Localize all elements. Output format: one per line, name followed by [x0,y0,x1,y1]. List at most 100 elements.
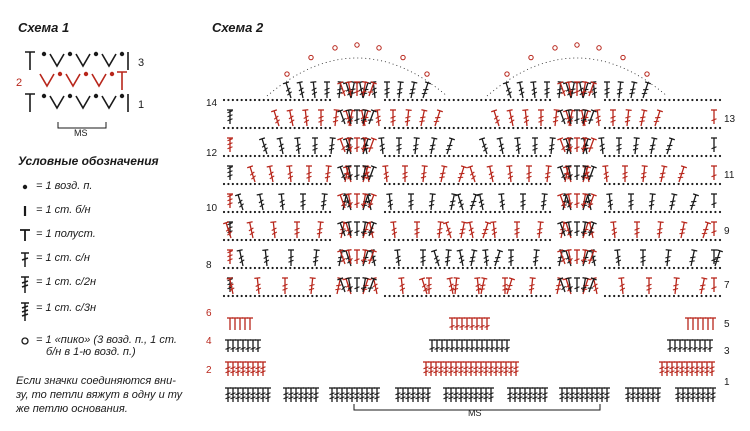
chain-dot [429,266,432,270]
stitch-symbol [458,361,464,376]
chain-dot [659,210,662,214]
chain-dot [397,126,400,130]
picot-mark [424,71,430,77]
chain-dot [306,126,310,130]
stitch-symbol [294,137,302,155]
chain-dot [475,238,478,242]
chain-dot [438,266,442,270]
chain-dot [267,294,270,298]
stitch-symbol [700,317,706,330]
chain-dot [645,126,648,130]
chain-dot [328,266,332,270]
chain-dot [297,266,301,270]
stitch-symbol [520,193,526,210]
chain-dot [320,294,323,298]
chain-dot [489,182,492,186]
chain-dot [315,210,318,214]
chain-dot [484,182,487,186]
chain-dot [262,294,265,298]
chain-dot [253,154,257,158]
chain-dot [503,238,506,242]
stitch-symbol [395,387,401,402]
stitch-symbol [580,277,589,293]
stitch-symbol [337,221,346,237]
chain-dot [718,182,722,186]
stitch-symbol [456,249,465,267]
stitch-symbol [250,387,256,402]
chain-dot [402,182,405,186]
chain-dot [539,266,542,270]
stitch-symbol [354,221,360,236]
chain-dot [425,210,428,214]
stitch-symbol [646,277,652,294]
stitch-symbol [584,387,590,402]
stitch-symbol [559,387,565,402]
chain-dot [535,294,538,298]
stitch-symbol [504,339,510,352]
chain-dot [420,182,423,186]
row-number: 10 [206,203,218,214]
chain-dot [249,266,252,270]
stitch-symbol [240,339,246,352]
stitch-symbol [557,165,566,181]
stitch-symbol [574,387,580,402]
stitch-symbol [250,361,256,376]
stitch-symbol [639,109,648,127]
chain-dot [640,98,643,102]
stitch-symbol [337,109,346,125]
stitch-symbol [445,137,455,155]
stitch-symbol [414,221,420,238]
chain-dot [507,182,510,186]
chain-dot [484,126,487,130]
stitch-symbol [302,109,310,127]
chain-dot [714,266,717,270]
stitch-symbol [565,81,573,97]
picot-mark [354,42,360,48]
legend-item: = 1 ст. с/н [14,252,214,276]
chain-dot [466,182,469,186]
stitch-symbol [557,109,566,125]
chain-dot [493,126,497,130]
chain-dot [645,154,648,158]
chain-dot [420,98,423,102]
chain-dot [525,266,529,270]
chain-dot [402,98,405,102]
stitch-symbol [498,193,506,211]
chain-dot [608,210,611,214]
chain-dot [626,98,630,102]
stitch-symbol [469,193,479,211]
stitch-symbol [324,81,330,98]
stitch-symbol [345,277,353,293]
chain-dot [429,238,432,242]
chain-dot [503,294,506,298]
chain-dot [236,98,239,102]
stitch-symbol [400,387,406,402]
stitch-symbol [481,221,491,239]
stitch-symbol [574,249,580,264]
chain-dot [466,98,469,102]
chain-dot [227,266,230,270]
stitch-symbol [483,387,489,402]
stitch-symbol [537,387,543,402]
chain-dot [222,210,226,214]
stitch-symbol [308,387,314,402]
chain-dot [649,98,653,102]
chain-dot [434,210,437,214]
stitch-symbol [629,81,638,99]
chain-dot [461,154,465,158]
chain-dot [284,182,287,186]
chain-dot [280,98,283,102]
stitch-symbol [707,339,713,352]
stitch-symbol [360,137,369,153]
chain-dot [709,126,712,130]
chain-dot [525,210,529,214]
chain-dot [516,182,520,186]
stitch-symbol [293,387,299,402]
stitch-symbol [669,361,675,376]
chain-dot [714,238,717,242]
chain-dot [275,266,279,270]
chain-dot [429,210,432,214]
chain-dot [466,154,469,158]
chain-dot [289,126,292,130]
stitch-symbol [604,387,610,402]
